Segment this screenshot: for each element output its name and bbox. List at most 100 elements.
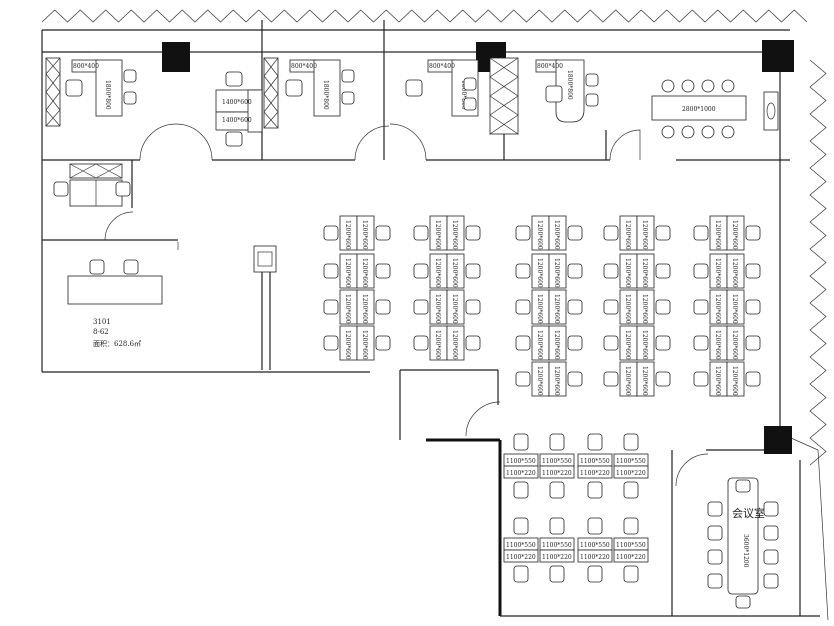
desk-label: 1200*600 xyxy=(344,220,351,250)
chair xyxy=(515,371,531,387)
desk xyxy=(356,253,375,289)
desk xyxy=(726,361,745,397)
workstation-pair: 1200*600 1200*600 xyxy=(515,253,583,289)
desk-label: 1100*550 xyxy=(506,542,536,549)
chair xyxy=(603,335,619,351)
desk-label: 1200*600 xyxy=(553,220,560,250)
desk-label: 1200*600 xyxy=(624,366,631,396)
desk-label: 1200*600 xyxy=(536,220,543,250)
desk-label: 1200*600 xyxy=(344,330,351,360)
workstation-pair: 1200*600 1200*600 xyxy=(515,215,583,251)
chair xyxy=(465,335,481,351)
room-area: 面积：628.6㎡ xyxy=(93,339,141,348)
desk xyxy=(577,549,613,563)
chair xyxy=(655,335,671,351)
desk-label: 1200*600 xyxy=(536,258,543,288)
desk xyxy=(613,465,649,479)
chair xyxy=(323,335,339,351)
chair xyxy=(603,263,619,279)
facade-zigzag-top xyxy=(41,9,808,23)
desk-label: 1200*600 xyxy=(451,220,458,250)
desk-label: 1100*220 xyxy=(542,470,572,477)
chair xyxy=(375,299,391,315)
desk-label: 1200*600 xyxy=(714,330,721,360)
desk xyxy=(636,361,655,397)
open-workstations: 1200*600 1200*600 1200*600 1200*600 1200*600… xyxy=(323,215,761,397)
desk-label: 1200*600 xyxy=(641,330,648,360)
chair xyxy=(375,335,391,351)
chair xyxy=(603,225,619,241)
office2-desk-label-b: 1400*600 xyxy=(222,117,252,124)
chair xyxy=(515,335,531,351)
desk xyxy=(548,215,567,251)
desk-label: 1200*600 xyxy=(553,258,560,288)
facade-right xyxy=(781,59,829,621)
chair xyxy=(549,565,565,583)
desk xyxy=(726,253,745,289)
desk-label: 1200*600 xyxy=(641,258,648,288)
desk-label: 1200*600 xyxy=(731,366,738,396)
desk xyxy=(356,215,375,251)
desk-label: 1200*600 xyxy=(731,294,738,324)
desk-label: 1200*600 xyxy=(731,258,738,288)
chair xyxy=(323,225,339,241)
desk xyxy=(539,549,575,563)
desk-label: 1200*600 xyxy=(451,294,458,324)
chair xyxy=(375,263,391,279)
chair xyxy=(587,481,603,499)
chair xyxy=(745,335,761,351)
chair xyxy=(655,299,671,315)
desk-label: 1100*550 xyxy=(542,458,572,465)
chair xyxy=(413,299,429,315)
chair xyxy=(693,225,709,241)
desk-label: 1100*550 xyxy=(542,542,572,549)
desk-label: 1100*220 xyxy=(580,554,610,561)
chair xyxy=(375,225,391,241)
office4-side-label: 800*400 xyxy=(429,63,455,70)
office1-side-label: 800*400 xyxy=(73,63,99,70)
desk xyxy=(548,253,567,289)
desk xyxy=(726,215,745,251)
facade-zigzag-right xyxy=(809,59,827,466)
desk xyxy=(726,289,745,325)
desk xyxy=(577,465,613,479)
desk-label: 1100*550 xyxy=(506,458,536,465)
room-unit: 3101 xyxy=(93,318,111,326)
workstation-pair: 1200*600 1200*600 xyxy=(603,253,671,289)
desk xyxy=(446,325,465,361)
desk-label: 1200*600 xyxy=(624,330,631,360)
desk-label: 1200*600 xyxy=(553,330,560,360)
desk-label: 1200*600 xyxy=(624,258,631,288)
office2-desk-label-a: 1400*600 xyxy=(222,99,252,106)
desk-label: 1100*220 xyxy=(506,554,536,561)
workstation-pair: 1200*600 1200*600 xyxy=(693,289,761,325)
desk-label: 1200*600 xyxy=(641,220,648,250)
chair xyxy=(567,371,583,387)
desk-label: 1200*600 xyxy=(714,220,721,250)
chair xyxy=(515,225,531,241)
desk-label: 1200*600 xyxy=(434,258,441,288)
desk-label: 1200*600 xyxy=(344,258,351,288)
desk xyxy=(636,325,655,361)
office1-desk-label: 1800*800 xyxy=(104,80,111,110)
chair xyxy=(513,517,529,535)
conference-room-label: 会议室 xyxy=(732,506,765,520)
chair xyxy=(549,433,565,451)
desk-label: 1200*600 xyxy=(714,294,721,324)
desk-label: 1100*220 xyxy=(506,470,536,477)
chair xyxy=(465,299,481,315)
desk-label: 1200*600 xyxy=(731,220,738,250)
chair xyxy=(549,481,565,499)
